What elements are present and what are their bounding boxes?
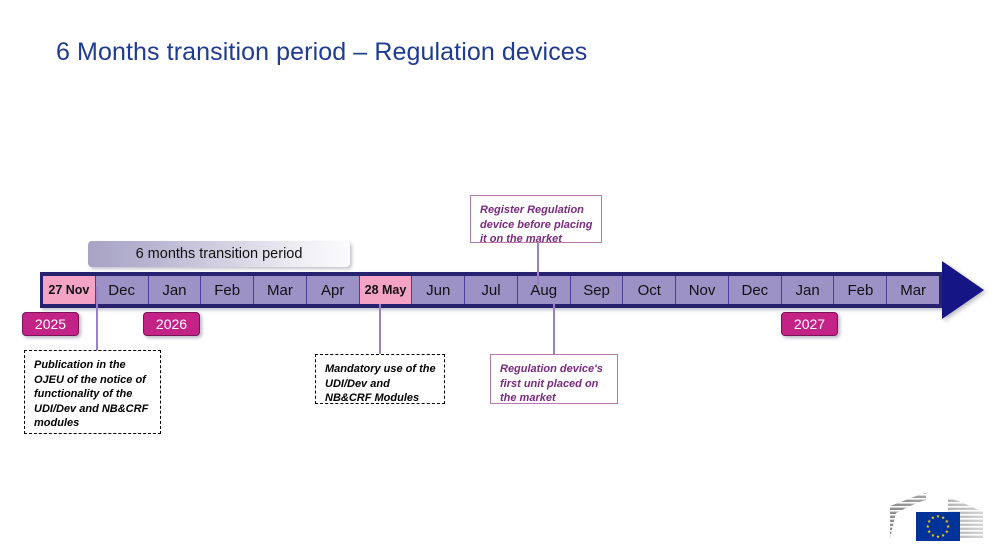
eu-flag-star [946, 524, 950, 528]
callout-mandatory-modules: Mandatory use of the UDI/Dev and NB&CRF … [315, 354, 445, 404]
eu-flag-star [936, 514, 940, 518]
timeline-cell: Dec [95, 276, 149, 304]
callout-register-regulation-device: Register Regulation device before placin… [470, 195, 602, 245]
eu-flag-star [927, 529, 931, 534]
timeline-arrow-icon [942, 261, 984, 319]
timeline-cell: Mar [887, 276, 940, 304]
year-badge-2026: 2026 [143, 312, 200, 336]
eu-flag-star [941, 515, 945, 520]
eu-flag-star [941, 533, 945, 537]
timeline-cell: 28 May [359, 276, 413, 304]
eu-flag-star [927, 519, 931, 523]
transition-period-label: 6 months transition period [135, 246, 303, 262]
connector-line-first-unit [553, 304, 555, 354]
connector-line-publication [96, 286, 98, 350]
timeline-cell: Jul [465, 276, 518, 304]
page-title: 6 Months transition period – Regulation … [56, 38, 588, 66]
year-badge-2025: 2025 [22, 312, 79, 336]
timeline-cell: Oct [623, 276, 677, 304]
timeline-cell: Jan [781, 276, 835, 304]
eu-flag-star [945, 529, 949, 534]
connector-line-register [537, 237, 539, 285]
timeline-cell: Jun [412, 276, 466, 304]
timeline-cell: Nov [676, 276, 729, 304]
timeline-cell: Aug [517, 276, 571, 304]
callout-publication-ojeu: Publication in the OJEU of the notice of… [24, 350, 161, 434]
eu-flag-star [926, 524, 930, 528]
timeline-cell: Jan [148, 276, 202, 304]
eu-flag-star [931, 533, 935, 537]
timeline-cell: 27 Nov [43, 276, 96, 304]
timeline-cell: Feb [834, 276, 888, 304]
eu-flag-star [936, 534, 940, 539]
transition-period-banner: 6 months transition period [88, 241, 350, 267]
timeline-cell: Feb [201, 276, 255, 304]
timeline-cell: Dec [728, 276, 782, 304]
european-commission-logo [888, 492, 986, 544]
timeline-cell: Mar [254, 276, 307, 304]
eu-flag-star [945, 519, 949, 523]
callout-first-unit-placed: Regulation device's first unit placed on… [490, 354, 618, 404]
year-badge-2027: 2027 [781, 312, 838, 336]
eu-flag-star [931, 515, 935, 520]
eu-flag-icon [916, 512, 960, 541]
timeline-cell: Apr [306, 276, 360, 304]
connector-line-mandatory [379, 304, 381, 354]
timeline-cell: Sep [570, 276, 624, 304]
